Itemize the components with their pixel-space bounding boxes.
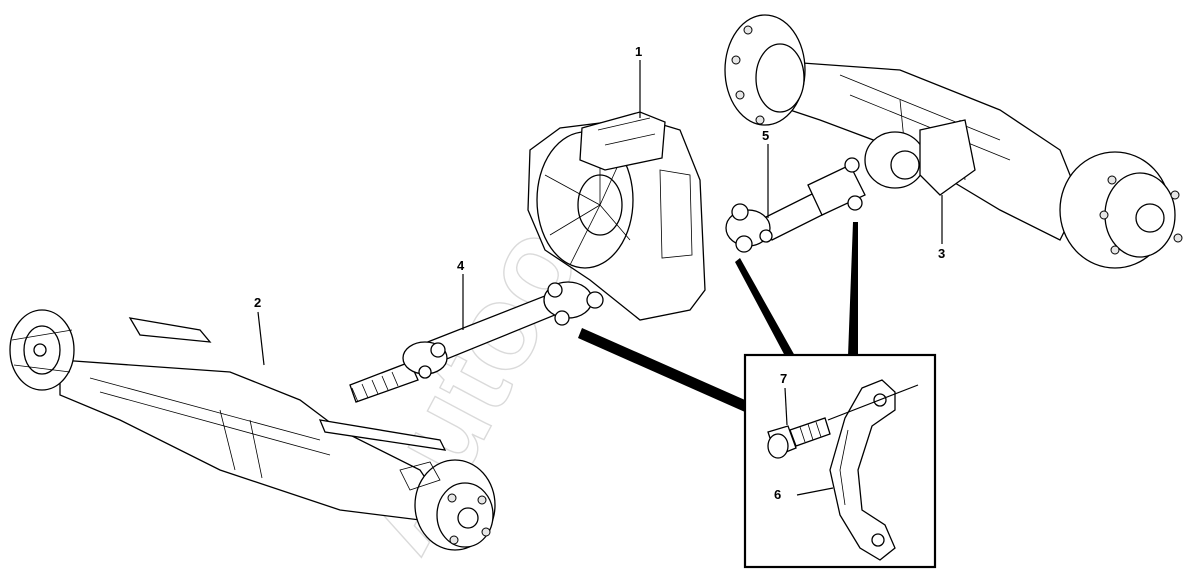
front-axle	[9, 309, 496, 551]
pointer-wedge-rear-right	[848, 222, 858, 356]
bolt	[767, 417, 831, 459]
detail-inset	[578, 222, 937, 569]
callout-1: 1	[635, 44, 642, 59]
pointer-wedge-front	[578, 328, 745, 412]
callout-6: 6	[774, 487, 781, 502]
callout-7: 7	[780, 371, 787, 386]
callout-2: 2	[254, 295, 261, 310]
transfer-case	[527, 111, 706, 321]
rear-axle	[724, 14, 1183, 269]
callout-3: 3	[938, 246, 945, 261]
leader-lines	[257, 60, 943, 496]
front-propeller-shaft	[349, 281, 604, 403]
strap-clamp	[829, 379, 896, 561]
callout-5: 5	[762, 128, 769, 143]
callout-4: 4	[457, 258, 465, 273]
pointer-wedge-rear-left	[735, 258, 795, 356]
rear-propeller-shaft	[725, 157, 866, 253]
